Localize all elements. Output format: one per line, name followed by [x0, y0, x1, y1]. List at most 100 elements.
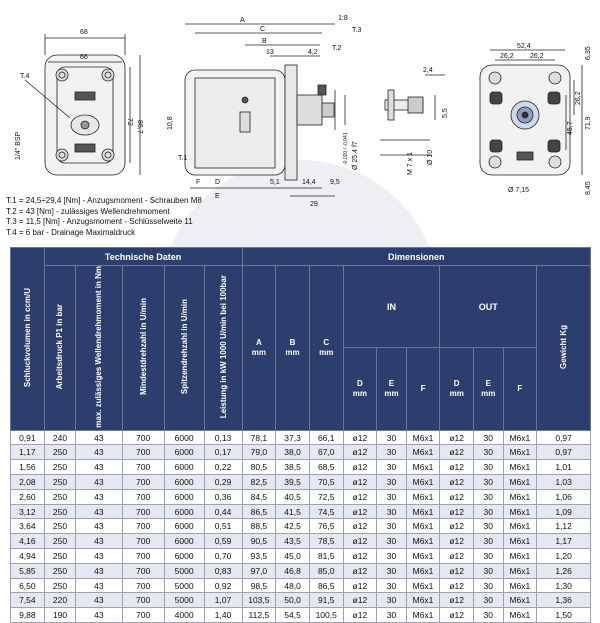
table-cell: 250 [43, 503, 77, 520]
table-cell: 79,0 [241, 444, 277, 461]
table-cell: 1,40 [203, 607, 243, 623]
table-cell: 240 [43, 429, 77, 446]
table-cell: M6x1 [502, 429, 538, 446]
table-cell: ø12 [439, 429, 475, 446]
table-cell: ø12 [439, 518, 475, 535]
table-cell: 43 [75, 548, 123, 564]
table-cell: M6x1 [405, 533, 441, 550]
side-view [184, 23, 346, 197]
table-cell: 30 [376, 592, 407, 609]
dim-9-5: 9,5 [330, 179, 340, 186]
table-cell: 43 [75, 503, 123, 520]
table-cell: 81,5 [308, 548, 344, 564]
table-cell: 30 [376, 548, 407, 564]
table-cell: 250 [43, 488, 77, 505]
table-cell: 4000 [163, 607, 205, 623]
table-cell: 30 [376, 459, 407, 476]
table-cell: 30 [473, 607, 504, 623]
dim-a: A [240, 17, 245, 24]
table-cell: 43 [75, 518, 123, 535]
front-view [24, 34, 141, 176]
table-cell: 1,09 [536, 503, 591, 520]
dim-dia-7-15: Ø 7,15 [508, 187, 529, 194]
table-cell: 2,08 [10, 474, 45, 490]
table-cell: 40,5 [275, 488, 310, 505]
table-cell: 30 [376, 562, 407, 579]
table-cell: ø12 [342, 607, 378, 623]
table-cell: 1,17 [10, 444, 45, 461]
table-cell: 30 [376, 488, 407, 505]
table-cell: 46,8 [275, 562, 310, 579]
table-cell: 5000 [163, 562, 205, 579]
table-cell: 30 [473, 429, 504, 446]
table-cell: 30 [473, 592, 504, 609]
table-cell: 1,26 [536, 562, 591, 579]
table-cell: 42,5 [275, 518, 310, 535]
table-cell: 37,3 [275, 429, 310, 446]
dim-66: 66 [80, 54, 88, 61]
table-cell: 90,5 [241, 533, 277, 550]
table-cell: M6x1 [405, 429, 441, 446]
table-cell: 30 [473, 459, 504, 476]
table-cell: 76,5 [308, 518, 344, 535]
table-cell: 74,5 [308, 503, 344, 520]
table-cell: 0,97 [536, 444, 591, 461]
dim-e: E [215, 193, 220, 200]
table-cell: M6x1 [405, 577, 441, 594]
table-cell: M6x1 [502, 548, 538, 564]
table-cell: 70,5 [308, 474, 344, 490]
table-cell: ø12 [342, 459, 378, 476]
table-cell: 700 [121, 503, 165, 520]
table-cell: 30 [376, 474, 407, 490]
table-cell: 43 [75, 429, 123, 446]
table-cell: ø12 [342, 533, 378, 550]
table-cell: 30 [473, 488, 504, 505]
table-cell: 2,60 [10, 488, 45, 505]
table-cell: 67,0 [308, 444, 344, 461]
table-cell: M6x1 [405, 562, 441, 579]
table-cell: M6x1 [502, 488, 538, 505]
table-cell: 72,5 [308, 488, 344, 505]
dim-5-5: 5,5 [442, 108, 449, 118]
header-leistung: Leistung in kW 1000 U/min bei 100bar [203, 265, 243, 431]
dim-71-9: 71,9 [585, 116, 592, 130]
table-cell: 98,5 [241, 577, 277, 594]
dim-72: 72 [126, 118, 133, 126]
table-cell: 250 [43, 518, 77, 535]
table-cell: 80,5 [241, 459, 277, 476]
table-cell: M6x1 [502, 562, 538, 579]
table-cell: 1,12 [536, 518, 591, 535]
table-cell: 43 [75, 533, 123, 550]
note-t3: T.3 = 11,5 [Nm] - Anzugsmoment - Schlüss… [6, 217, 193, 226]
table-cell: 0,59 [203, 533, 243, 550]
table-cell: ø12 [342, 444, 378, 461]
header-technische-daten: Technische Daten [43, 247, 243, 266]
table-cell: 30 [376, 607, 407, 623]
table-cell: ø12 [342, 518, 378, 535]
table-cell: 30 [473, 518, 504, 535]
table-cell: M6x1 [502, 518, 538, 535]
table-cell: 1,03 [536, 474, 591, 490]
table-cell: 700 [121, 562, 165, 579]
table-cell: 43 [75, 592, 123, 609]
table-cell: 5000 [163, 577, 205, 594]
table-cell: 30 [473, 548, 504, 564]
dim-26-2-b: 26,2 [530, 53, 544, 60]
table-cell: 30 [473, 533, 504, 550]
table-cell: 700 [121, 533, 165, 550]
table-cell: 4,94 [10, 548, 45, 564]
table-cell: ø12 [342, 488, 378, 505]
table-cell: ø12 [439, 474, 475, 490]
dim-d: D [215, 179, 220, 186]
table-cell: M6x1 [405, 444, 441, 461]
table-cell: 86,5 [308, 577, 344, 594]
note-t1: T.1 = 24,5÷29,4 [Nm] - Anzugsmoment - Sc… [6, 196, 202, 205]
